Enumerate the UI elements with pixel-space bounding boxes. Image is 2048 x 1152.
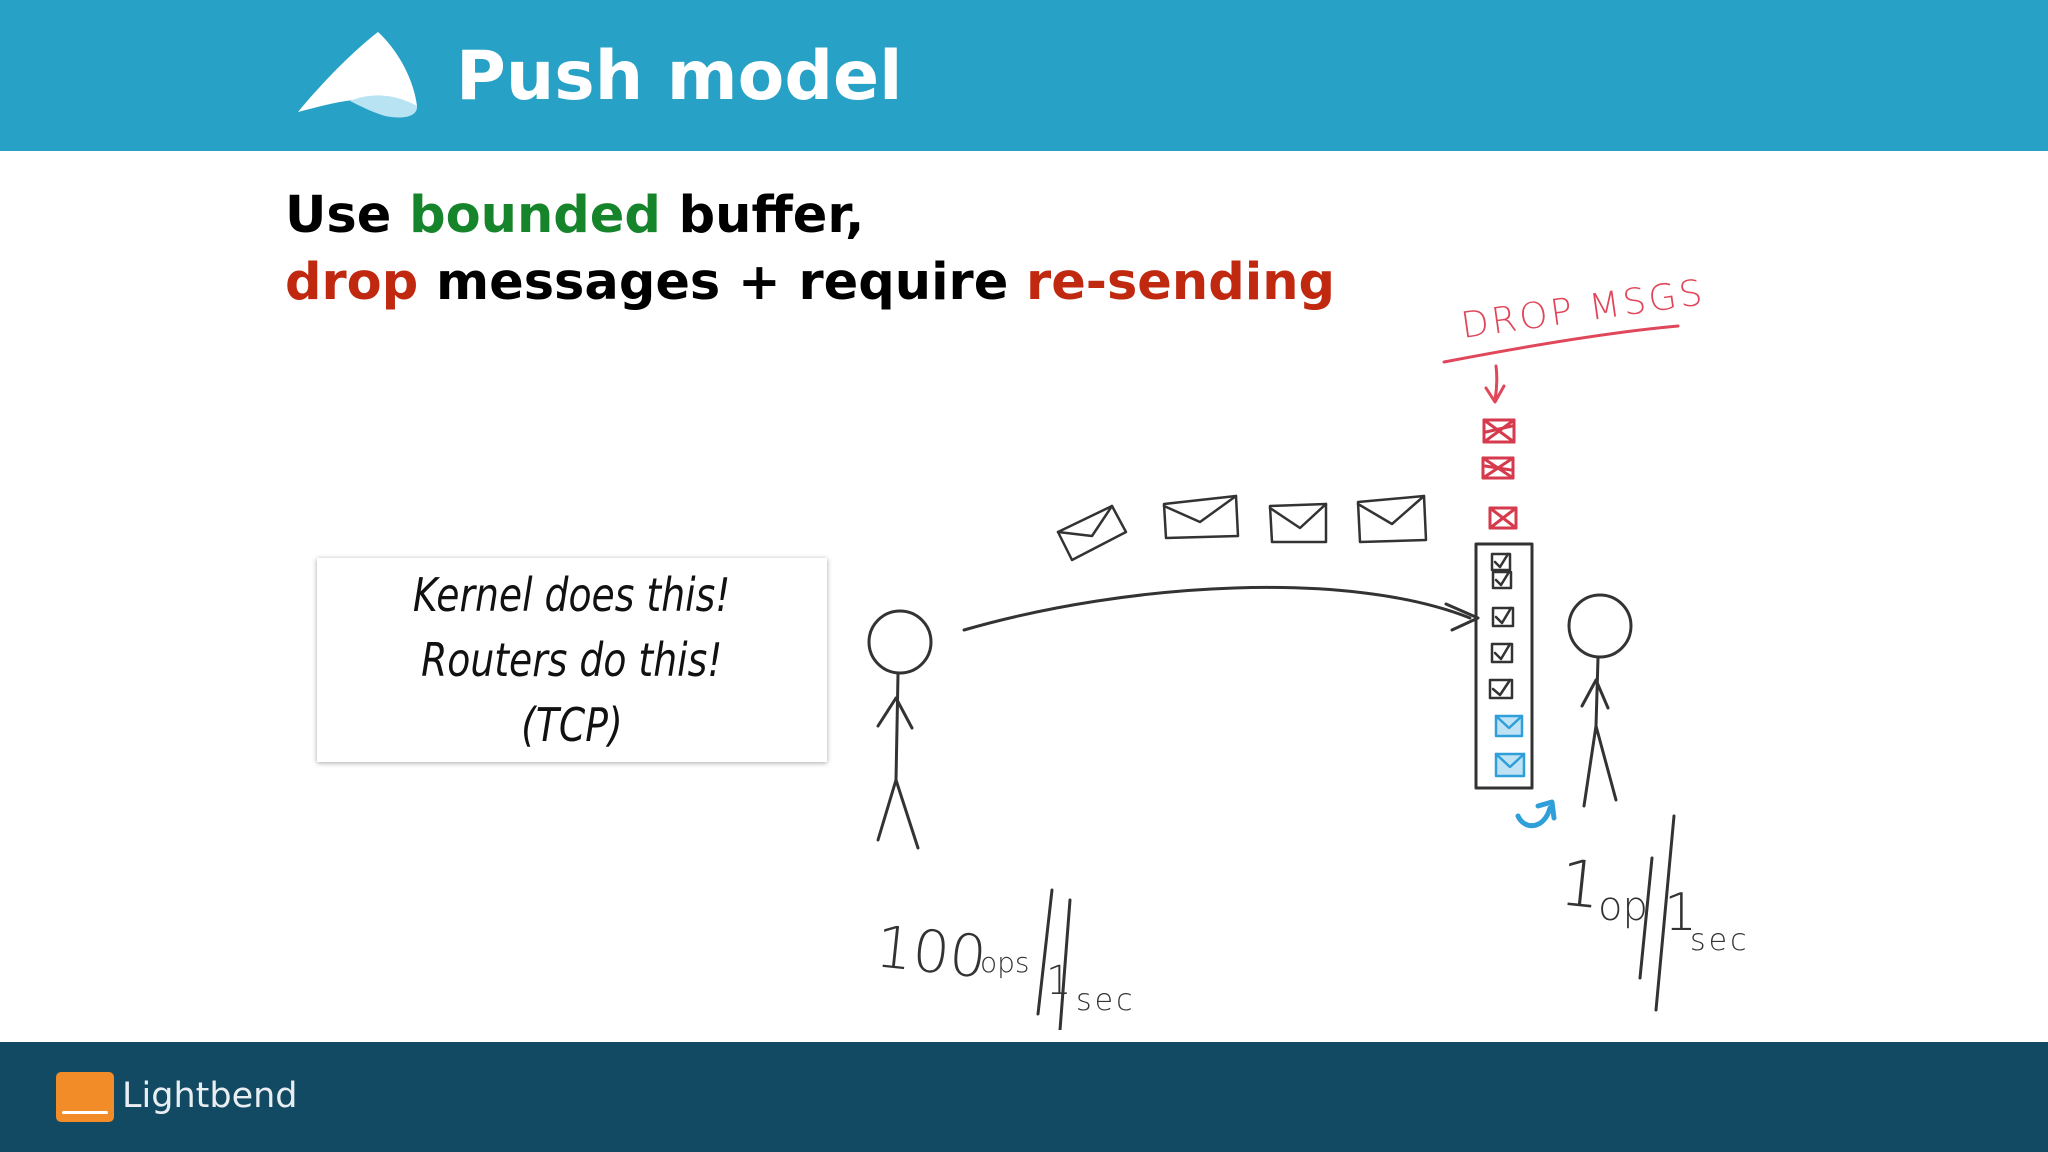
envelope-icon — [1056, 504, 1128, 562]
callout-line: (TCP) — [521, 697, 623, 752]
receiver-rate-slash — [1638, 814, 1676, 1012]
sender-rate-time: sec — [1076, 983, 1136, 1018]
receiver-rate-per: 1 — [1664, 883, 1697, 943]
lightbend-logo-icon — [56, 1072, 114, 1122]
buffer-slot — [1488, 678, 1514, 700]
page-title: Push model — [456, 37, 903, 116]
dequeue-arrow-head — [1535, 799, 1557, 821]
slide-footer: Lightbend — [0, 1042, 2048, 1152]
receiver-rate-time: sec — [1690, 923, 1750, 958]
receiver-rate-amount: 1 — [1556, 846, 1604, 924]
buffer-slot — [1490, 642, 1514, 664]
buffer-slot — [1490, 552, 1512, 572]
sender-rate-unit: ops — [980, 946, 1030, 979]
dequeue-arrow-icon — [1515, 805, 1553, 828]
receiver-figure — [1567, 593, 1633, 808]
buffer-slot — [1494, 714, 1524, 738]
envelope-icon — [1268, 502, 1328, 544]
headline-line-1: Use bounded buffer, — [285, 186, 865, 245]
slide-header: Push model — [0, 0, 2048, 151]
push-model-sketch: DROP MSGS — [867, 272, 1750, 1030]
buffer-slot — [1491, 606, 1515, 628]
envelope-icon — [1356, 494, 1428, 544]
buffer-slot — [1494, 752, 1526, 778]
sender-figure — [867, 609, 933, 850]
sender-rate-per: 1 — [1046, 958, 1071, 1004]
receiver-rate: 1 op 1 sec — [1556, 814, 1750, 1012]
bounded-buffer — [1474, 542, 1534, 790]
sender-rate-slash — [1036, 888, 1072, 1030]
drop-label-underline — [1442, 324, 1680, 364]
envelope-icon — [1162, 494, 1240, 540]
drop-arrow — [1484, 364, 1506, 404]
sender-rate-amount: 100 — [873, 912, 990, 991]
dropped-message — [1488, 506, 1518, 530]
flow-arrow-head — [1444, 602, 1480, 632]
buffer-slot — [1491, 570, 1513, 590]
callout-line: Routers do this! — [421, 632, 723, 687]
akka-logo-icon — [298, 32, 418, 118]
brand-name: Lightbend — [122, 1076, 298, 1116]
flow-arrow — [962, 585, 1472, 632]
drop-msgs-label: DROP MSGS — [1459, 272, 1708, 347]
headline-line-2: drop messages + require re-sending — [285, 253, 1336, 312]
dropped-message — [1481, 456, 1515, 480]
receiver-rate-unit: op — [1598, 884, 1648, 930]
dropped-message — [1482, 418, 1516, 444]
sender-rate: 100 ops 1 sec — [873, 888, 1136, 1030]
callout-line: Kernel does this! — [413, 567, 731, 622]
headline: Use bounded buffer, drop messages + requ… — [285, 182, 1335, 316]
callout-box: Kernel does this! Routers do this! (TCP) — [317, 558, 827, 762]
